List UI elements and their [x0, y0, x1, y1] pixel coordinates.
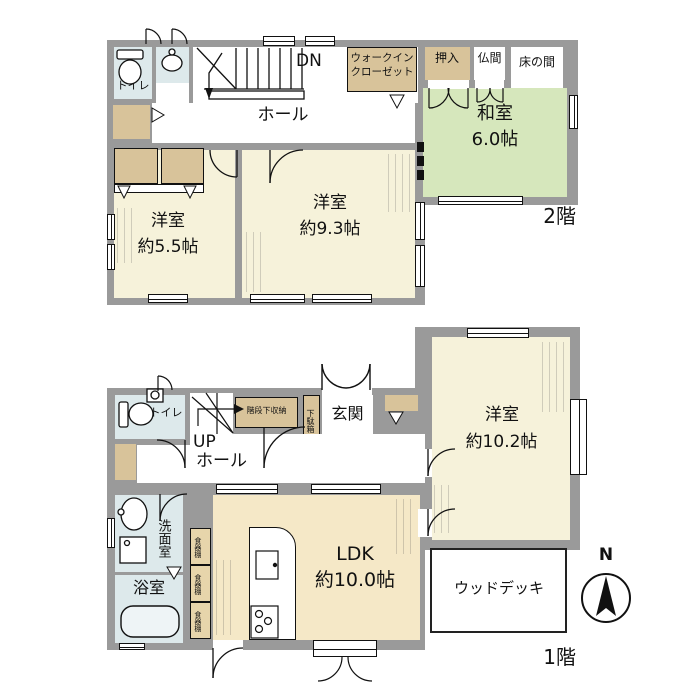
- f1-hall-ldk-opening-1: [216, 484, 278, 494]
- f1-window-yoshitsu-top: [467, 328, 529, 338]
- f2-window-bottom-55: [148, 294, 188, 303]
- f2-window-bottom-93a: [250, 294, 305, 303]
- f1-yoshitsu-room: [432, 337, 570, 540]
- f2-window-washitsu-right: [569, 95, 578, 129]
- compass-north-label: N: [598, 545, 614, 565]
- f2-window-washitsu-bottom: [438, 196, 523, 205]
- f1-wood-deck-label: ウッドデッキ: [453, 579, 544, 597]
- f1-genkan-door-gap: [322, 388, 372, 398]
- f2-floor-hatch-2: [246, 232, 264, 292]
- f2-toilet-label: トイレ: [116, 79, 150, 92]
- f1-cupboard-label-3: 食器棚: [193, 610, 202, 632]
- f1-cupboard-1: [190, 528, 211, 565]
- f1-hall-label: ホール: [196, 451, 247, 471]
- f2-floor-hatch-1: [388, 154, 412, 212]
- f2-hall: [152, 103, 415, 143]
- f2-hall-closet: [113, 105, 150, 139]
- f1-bath-label: 浴室: [132, 578, 165, 597]
- f2-closet-slider: [114, 184, 204, 193]
- f1-genkan-label: 玄関: [331, 404, 364, 423]
- f2-hall-label: ホール: [257, 105, 309, 125]
- f2-butsuma-label: 仏間: [477, 51, 502, 65]
- f1-senmen-label: 洗面室: [155, 518, 171, 558]
- f2-fusuma-gap-oshiire: [428, 80, 469, 89]
- f1-floor-hatch-3: [396, 499, 414, 554]
- f1-floor-hatch-2: [434, 485, 452, 533]
- f1-genkan: [322, 395, 373, 440]
- f1-cupboard-3: [190, 602, 211, 639]
- f1-up-label: UP: [193, 432, 216, 452]
- f2-wic-label-1: ウォークイン: [350, 52, 414, 64]
- f2-oshiire: [425, 47, 470, 80]
- f1-getabako-label: 下駄箱: [305, 409, 315, 433]
- f2-butsuma: [474, 47, 505, 80]
- f1-ldk-size-label: 約10.0帖: [314, 569, 396, 591]
- f1-under-stair-label: 階段下収納: [246, 406, 287, 415]
- f1-cupboard-label-1: 食器棚: [193, 536, 202, 558]
- f2-fusuma-gap-butsuma: [475, 80, 504, 89]
- f1-yoshitsu-label: 洋室: [485, 405, 519, 425]
- f1-ldk-room: [213, 495, 420, 640]
- compass-icon: [581, 573, 631, 623]
- f2-window-right-93b: [415, 245, 425, 287]
- f2-window-bottom-93b: [312, 294, 372, 303]
- f1-door-gap-ldk-back: [213, 640, 243, 650]
- f2-yoshitsu93-label: 洋室: [313, 193, 347, 213]
- f2-tokonoma-opening: [513, 82, 561, 88]
- f2-walk-in-closet: [347, 47, 417, 92]
- f2-washitsu-label: 和室: [477, 103, 513, 124]
- f1-entrance-doors: [321, 363, 371, 390]
- f1-yoshitsu-size-label: 約10.2帖: [465, 432, 538, 452]
- f1-window-senmen-left: [107, 518, 115, 548]
- f1-floor-hatch-4: [216, 560, 232, 635]
- f1-wood-deck: [430, 548, 567, 633]
- f1-ldk-sliding-door: [313, 640, 377, 657]
- f1-ldk-label: LDK: [336, 543, 374, 565]
- f1-bay-window: [570, 399, 587, 475]
- f2-tokonoma: [511, 47, 563, 88]
- f1-cupboard-2: [190, 565, 211, 602]
- f2-window-top-1: [263, 36, 295, 46]
- f1-kitchen-counter: [249, 527, 296, 640]
- f2-dn-label: DN: [296, 51, 322, 71]
- f2-tokonoma-label: 床の間: [518, 55, 555, 69]
- f1-ldk-back-door: [212, 647, 244, 679]
- f1-cupboard-label-2: 食器棚: [193, 573, 202, 595]
- f1-door-gap-hall-yoshitsu: [415, 449, 432, 477]
- f1-hall-b: [137, 445, 425, 483]
- f2-floor-hatch-3: [117, 208, 133, 263]
- f2-washitsu-size-label: 6.0帖: [471, 129, 519, 150]
- f1-door-gap-ldk-yoshitsu: [418, 509, 432, 537]
- f1-floor-hatch-1: [542, 342, 566, 412]
- f2-sink-below: [156, 83, 189, 103]
- f2-floor-label: 2階: [543, 204, 576, 228]
- f2-window-top-2: [305, 36, 335, 46]
- f2-closet-b: [161, 148, 204, 184]
- f1-genkan-closet: [385, 395, 418, 411]
- f1-floor-label: 1階: [543, 645, 576, 669]
- f2-window-left-2: [107, 244, 115, 270]
- f2-closet-a: [114, 148, 158, 184]
- f2-sink-alcove: [156, 47, 189, 83]
- f1-toilet-label: トイレ: [149, 406, 183, 419]
- f2-yoshitsu93-size-label: 約9.3帖: [299, 219, 361, 239]
- f2-wic-label-2: クローゼット: [350, 66, 414, 78]
- f1-senmenshitsu-room: [115, 495, 183, 572]
- f2-window-left-1: [107, 214, 115, 240]
- f1-terrace-door-arcs: [317, 656, 373, 682]
- f1-hall-ldk-opening-2: [311, 484, 381, 494]
- f1-stairs-area: [190, 393, 233, 434]
- f1-toilet-closet: [115, 444, 136, 480]
- f2-window-right-93a: [415, 202, 425, 240]
- f2-yoshitsu55-label: 洋室: [151, 211, 185, 231]
- f2-oshiire-label: 押入: [434, 51, 459, 65]
- f1-window-bath-bottom: [119, 643, 145, 650]
- f2-yoshitsu55-size-label: 約5.5帖: [137, 237, 199, 257]
- f1-hall-a: [190, 434, 425, 446]
